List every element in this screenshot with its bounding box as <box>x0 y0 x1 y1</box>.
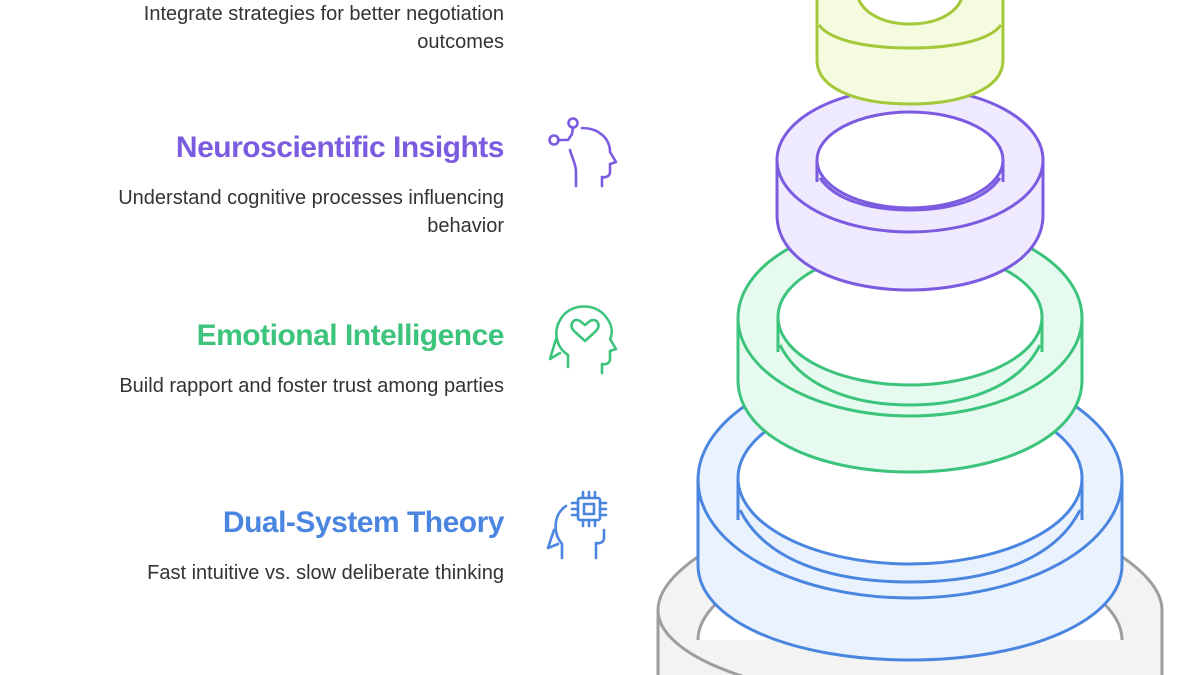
item-title: Emotional Intelligence <box>196 319 505 352</box>
item-top-description: Integrate strategies for better negotiat… <box>143 3 504 53</box>
item-description: Fast intuitive vs. slow deliberate think… <box>147 562 504 584</box>
item-description: Build rapport and foster trust among par… <box>119 375 504 397</box>
ring-neuroscientific-insights <box>775 86 1045 292</box>
item-neuroscientific-insights: Neuroscientific Insights Understand cogn… <box>4 130 504 240</box>
ring-top <box>815 0 1005 106</box>
item-dual-system-theory: Dual-System Theory Fast intuitive vs. sl… <box>4 505 504 587</box>
head-heart-icon <box>548 305 618 375</box>
item-description: Understand cognitive processes influenci… <box>118 187 504 237</box>
head-chip-icon <box>546 490 608 560</box>
item-title: Dual-System Theory <box>222 506 505 539</box>
item-title: Neuroscientific Insights <box>175 131 505 164</box>
brain-connections-icon <box>548 117 618 188</box>
item-top: Integrate strategies for better negotiat… <box>4 0 504 56</box>
item-emotional-intelligence: Emotional Intelligence Build rapport and… <box>4 318 504 400</box>
